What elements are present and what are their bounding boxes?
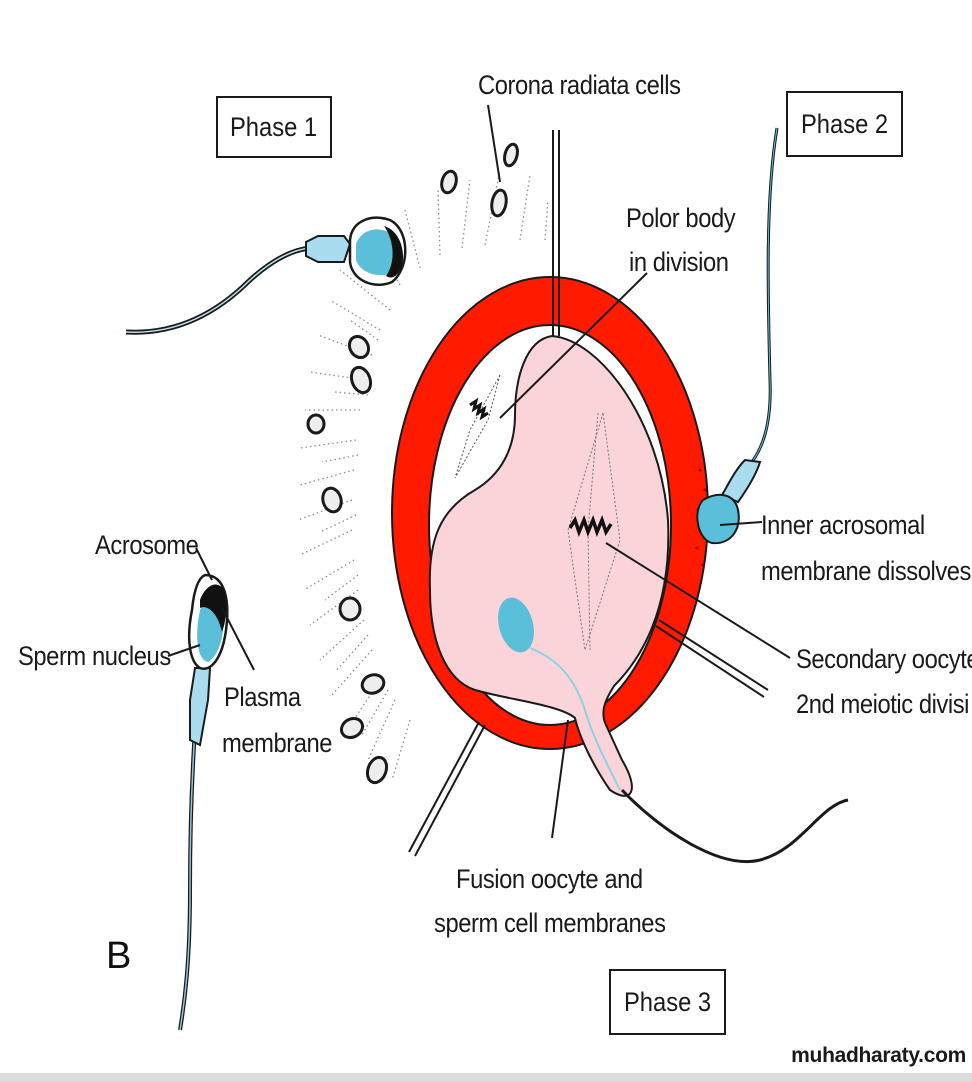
probe-lines [408, 130, 769, 857]
label-inner-acrosomal-line1: Inner acrosomal [761, 510, 925, 540]
phase-3-label: Phase 3 [623, 986, 712, 1017]
phase1-sperm [125, 216, 407, 335]
label-inner-acrosomal-line2: membrane dissolves [761, 556, 971, 586]
figure-letter: B [106, 935, 132, 977]
label-sperm-nucleus: Sperm nucleus [18, 641, 171, 671]
phase-1-box: Phase 1 [216, 96, 332, 158]
meiotic-spindle [567, 412, 621, 651]
incorporated-sperm [498, 597, 621, 791]
labeled-sperm [178, 573, 229, 1031]
leader-lines [167, 104, 791, 839]
phase-1-label: Phase 1 [230, 111, 318, 142]
label-polar-body-line1: Polor body [626, 203, 736, 233]
label-fusion-line2: sperm cell membranes [434, 908, 666, 938]
polar-body-spindle [454, 374, 501, 479]
label-plasma-membrane-line1: Plasma [224, 682, 301, 712]
phase-2-box: Phase 2 [786, 91, 903, 157]
secondary-oocyte [428, 334, 670, 797]
label-corona-radiata: Corona radiata cells [478, 70, 681, 100]
footer-bar [0, 1073, 972, 1082]
label-fusion-line1: Fusion oocyte and [456, 864, 643, 894]
phase3-sperm-tail [620, 788, 849, 863]
phase-3-box: Phase 3 [609, 969, 726, 1035]
label-secondary-oocyte-line1: Secondary oocyte [796, 644, 972, 674]
label-plasma-membrane-line2: membrane [222, 728, 333, 758]
label-secondary-oocyte-line2: 2nd meiotic divisi [796, 689, 970, 719]
corona-radiata-cells [306, 142, 519, 785]
phase-2-label: Phase 2 [800, 108, 889, 139]
label-acrosome: Acrosome [95, 530, 199, 560]
watermark: muhadharaty.com [791, 1044, 966, 1067]
label-polar-body-line2: in division [629, 247, 729, 277]
phase2-sperm [696, 127, 779, 545]
